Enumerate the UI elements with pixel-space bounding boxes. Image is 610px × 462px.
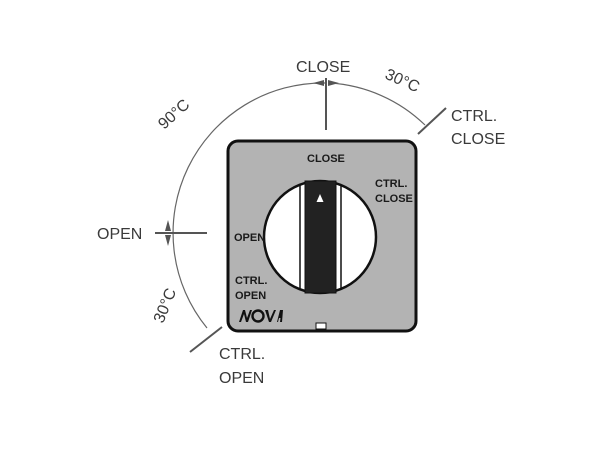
open-label: OPEN: [97, 226, 142, 243]
ctrl-open-label-line2: OPEN: [219, 370, 264, 387]
nova-logo: [239, 309, 283, 323]
angle-bottom-left-label: 30°C: [151, 286, 180, 326]
faceplate-notch: [315, 322, 327, 330]
plate-ctrl-close-line2: CLOSE: [375, 193, 413, 205]
close-label: CLOSE: [296, 59, 350, 76]
position-arc: [172, 82, 327, 329]
plate-close-label: CLOSE: [307, 153, 345, 165]
ctrl-close-label-line2: CLOSE: [451, 131, 505, 148]
plate-ctrl-open-line2: OPEN: [235, 290, 266, 302]
ctrl-close-arc: [329, 82, 426, 126]
knob-pointer-icon: [316, 194, 324, 202]
close-arrow-left-icon: [313, 80, 324, 86]
ctrl-close-tick: [417, 107, 447, 135]
ctrl-open-label-line1: CTRL.: [219, 346, 265, 363]
ctrl-open-tick: [189, 326, 223, 353]
angle-top-left-label: 90°C: [155, 96, 193, 133]
open-arrow-up-icon: [165, 220, 171, 231]
plate-open-label: OPEN: [234, 232, 265, 244]
ctrl-close-label-line1: CTRL.: [451, 108, 497, 125]
plate-ctrl-open-line1: CTRL.: [235, 275, 267, 287]
open-arrow-down-icon: [165, 235, 171, 246]
angle-top-right-label: 30°C: [382, 66, 422, 96]
close-arrow-right-icon: [328, 80, 339, 86]
plate-ctrl-close-line1: CTRL.: [375, 178, 407, 190]
